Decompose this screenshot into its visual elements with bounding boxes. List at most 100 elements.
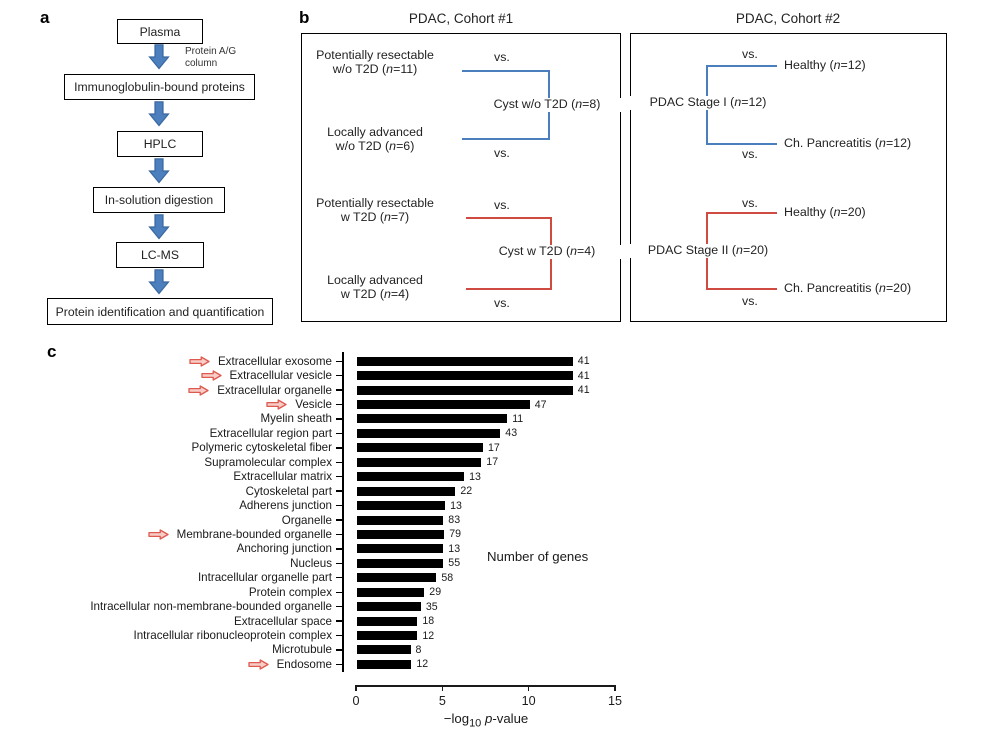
category-label: Intracellular organelle part [197, 571, 332, 585]
category-label-area: Polymeric cytoskeletal fiber [0, 441, 343, 454]
flow-box-identification: Protein identification and quantificatio… [47, 298, 273, 325]
category-label-area: Vesicle [0, 398, 343, 411]
category-tick [336, 360, 343, 362]
category-label: Myelin sheath [260, 412, 332, 426]
vs-label: vs. [494, 198, 510, 212]
category-label: Extracellular organelle [217, 383, 332, 397]
gene-count-label: 41 [577, 384, 590, 397]
bracket-line [706, 287, 777, 290]
down-arrow-icon [148, 44, 170, 70]
highlight-arrow [148, 529, 169, 540]
category-label: Intracellular non-membrane-bounded organ… [90, 600, 332, 614]
gene-count-label: 17 [488, 441, 500, 454]
vs-label: vs. [494, 50, 510, 64]
gene-count-label: 47 [534, 398, 547, 411]
category-label: Adherens junction [239, 499, 332, 513]
cohort2-box [630, 33, 947, 322]
bracket-line [706, 212, 777, 215]
bar [357, 602, 421, 612]
flow-box-hplc: HPLC [117, 131, 203, 157]
category-tick [336, 620, 343, 622]
flow-box-plasma: Plasma [117, 19, 203, 44]
vs-label: vs. [742, 47, 758, 61]
highlight-arrow-icon [148, 529, 169, 540]
category-label: Microtubule [272, 643, 332, 657]
category-label: Supramolecular complex [204, 455, 332, 469]
x-axis-tick-label: 0 [352, 694, 360, 708]
category-label: Extracellular vesicle [229, 369, 332, 383]
cohort2-title: PDAC, Cohort #2 [735, 11, 841, 26]
gene-count-label: 12 [416, 658, 429, 671]
bar [357, 385, 573, 395]
category-label: Endosome [276, 657, 332, 671]
category-label-area: Microtubule [0, 643, 343, 656]
category-axis-line [342, 352, 344, 672]
c2-subject-label: PDAC Stage II (n=20) [627, 243, 789, 258]
bar-row: Intracellular organelle part 58 [0, 571, 994, 585]
bracket-line [706, 142, 777, 145]
category-label-area: Myelin sheath [0, 412, 343, 425]
gene-count-label: 8 [415, 643, 422, 656]
gene-count-label: 12 [422, 629, 435, 642]
flow-box-digestion: In-solution digestion [93, 187, 225, 213]
bar-row: Vesicle 47 [0, 397, 994, 411]
category-tick [336, 504, 343, 507]
c2-comparator-label: Healthy (n=20) [784, 205, 866, 219]
bracket-line [706, 65, 777, 68]
bar [357, 544, 444, 554]
highlight-arrow-icon [188, 384, 209, 396]
gene-count-label: 29 [429, 586, 442, 599]
bracket-line [462, 137, 550, 140]
x-axis-tick-label: 10 [521, 694, 536, 708]
bar-row: Intracellular non-membrane-bounded organ… [0, 599, 994, 613]
category-label-area: Cytoskeletal part [0, 485, 343, 498]
bar-row: Polymeric cytoskeletal fiber 17 [0, 441, 994, 455]
category-label-area: Endosome [0, 658, 343, 671]
gene-count-label: 58 [441, 571, 454, 584]
category-label-area: Extracellular exosome [0, 355, 343, 368]
x-axis-tick-label: 15 [607, 694, 622, 708]
down-arrow-icon [148, 269, 170, 295]
bar [357, 573, 437, 583]
category-label-area: Extracellular space [0, 615, 343, 628]
down-arrow-icon [148, 158, 170, 184]
bar-row: Endosome 12 [0, 657, 994, 671]
gene-count-label: 55 [448, 557, 461, 570]
category-label: Extracellular exosome [217, 354, 332, 368]
category-label-area: Organelle [0, 514, 343, 527]
c2-comparator-label: Healthy (n=12) [784, 58, 866, 72]
cohort1-box [301, 33, 621, 322]
highlight-arrow-icon [266, 399, 287, 410]
category-label-area: Adherens junction [0, 499, 343, 512]
c2-comparator-label: Ch. Pancreatitis (n=20) [784, 281, 912, 295]
c1-reference-label: Cyst w T2D (n=4) [465, 244, 629, 259]
bar-row: Nucleus 55 [0, 556, 994, 570]
c1-group2-label: Locally advanced w/o T2D (n=6) [327, 125, 423, 153]
vs-label: vs. [742, 196, 758, 210]
vs-label: vs. [742, 294, 758, 308]
bar [357, 501, 446, 511]
highlight-arrow [189, 356, 210, 367]
highlight-arrow [200, 370, 222, 381]
panel-a-letter: a [40, 8, 50, 27]
category-tick [336, 403, 343, 406]
protein-ag-column-label: Protein A/G column [185, 46, 237, 69]
x-axis-title: −log10 p-value [443, 711, 529, 730]
number-of-genes-annotation: Number of genes [487, 549, 589, 564]
c1-reference-label: Cyst w/o T2D (n=8) [465, 97, 629, 112]
category-label: Nucleus [290, 556, 332, 570]
down-arrow-icon [148, 101, 170, 127]
x-axis-tick [527, 685, 530, 691]
vs-label: vs. [494, 146, 510, 160]
highlight-arrow-icon [247, 659, 269, 670]
